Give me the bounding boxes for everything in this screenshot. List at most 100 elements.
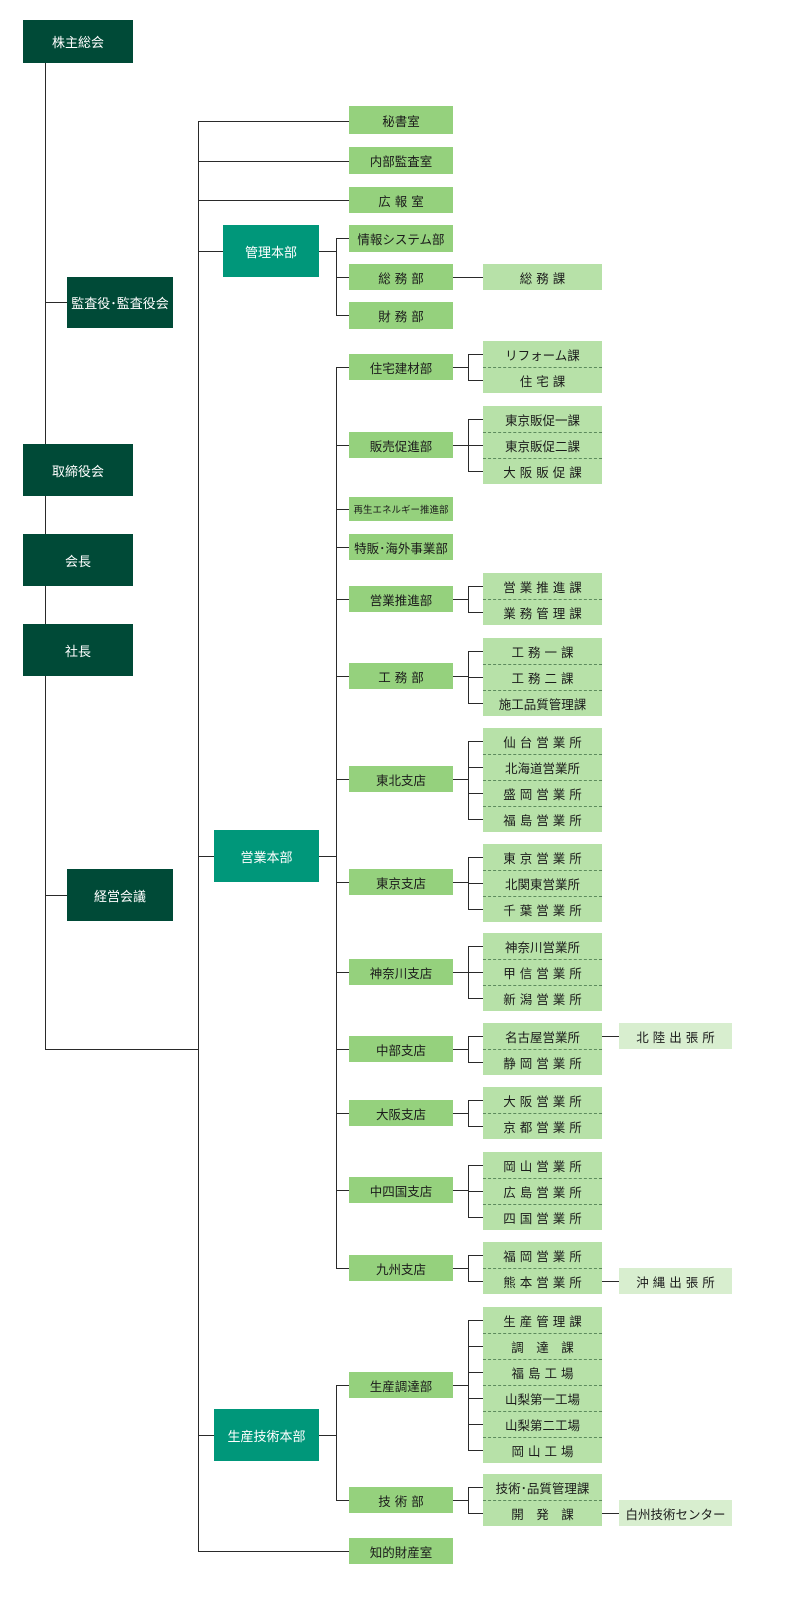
connector-line <box>336 367 349 368</box>
connector-line <box>468 651 483 652</box>
connector-line <box>453 367 468 368</box>
connector-line <box>319 856 336 857</box>
node-tech: 技 術 部 <box>349 1487 453 1513</box>
connector-line <box>468 1036 483 1037</box>
connector-line <box>453 1190 468 1191</box>
connector-line <box>453 599 468 600</box>
connector-line <box>336 1049 349 1050</box>
connector-line <box>45 496 46 534</box>
connector-line <box>468 1191 483 1192</box>
node-chairman: 会長 <box>23 534 133 586</box>
connector-line <box>468 445 483 446</box>
node-hiroshima: 広 島 営 業 所 <box>483 1178 602 1204</box>
connector-line <box>468 1100 469 1126</box>
connector-line <box>45 1049 198 1050</box>
node-biz-mgmt: 業 務 管 理 課 <box>483 599 602 625</box>
node-sales-push-sec: 営 業 推 進 課 <box>483 573 602 599</box>
node-kitakanto: 北関東営業所 <box>483 870 602 896</box>
connector-line <box>468 741 483 742</box>
node-okayama-factory: 岡 山 工 場 <box>483 1437 602 1463</box>
node-secretary: 秘書室 <box>349 106 453 134</box>
connector-line <box>453 779 468 780</box>
node-mgmt-council: 経営会議 <box>67 869 173 921</box>
connector-line <box>336 1113 349 1114</box>
connector-line <box>336 1190 349 1191</box>
connector-line <box>336 882 349 883</box>
connector-line <box>468 1372 483 1373</box>
node-construction1: 工 務 一 課 <box>483 638 602 664</box>
node-purchasing: 調 達 課 <box>483 1333 602 1359</box>
connector-line <box>468 1255 483 1256</box>
connector-line <box>45 676 46 1049</box>
connector-line <box>468 946 483 947</box>
node-hokkaido: 北海道営業所 <box>483 754 602 780</box>
node-kumamoto: 熊 本 営 業 所 <box>483 1268 602 1294</box>
connector-line <box>45 586 46 624</box>
node-kanagawa-sales: 神奈川営業所 <box>483 933 602 959</box>
connector-line <box>198 121 349 122</box>
node-dev: 開 発 課 <box>483 1500 602 1526</box>
connector-line <box>336 238 349 239</box>
connector-line <box>468 1320 483 1321</box>
connector-line <box>468 1398 483 1399</box>
node-internal-audit: 内部監査室 <box>349 147 453 174</box>
node-yamanashi1: 山梨第一工場 <box>483 1385 602 1411</box>
node-hokuriku: 北 陸 出 張 所 <box>619 1023 732 1049</box>
connector-line <box>45 63 46 444</box>
connector-line <box>198 200 349 201</box>
node-construction2: 工 務 二 課 <box>483 664 602 690</box>
node-tokyo-promo1: 東京販促一課 <box>483 406 602 432</box>
node-procurement: 生産調達部 <box>349 1372 453 1398</box>
connector-line <box>336 599 349 600</box>
connector-line <box>453 1049 468 1050</box>
connector-line <box>468 354 483 355</box>
connector-line <box>319 251 336 252</box>
connector-line <box>468 471 483 472</box>
node-osaka-promo: 大 阪 販 促 課 <box>483 458 602 484</box>
node-okayama-sales: 岡 山 営 業 所 <box>483 1152 602 1178</box>
connector-line <box>336 972 349 973</box>
connector-line <box>468 586 483 587</box>
node-admin-hq: 管理本部 <box>223 225 319 277</box>
connector-line <box>468 1255 469 1281</box>
node-it: 情報システム部 <box>349 225 453 252</box>
node-kyushu-branch: 九州支店 <box>349 1255 453 1281</box>
connector-line <box>336 676 349 677</box>
connector-line <box>468 1424 483 1425</box>
connector-line <box>468 883 483 884</box>
connector-line <box>602 1513 619 1514</box>
connector-line <box>468 998 483 999</box>
connector-line <box>319 1435 336 1436</box>
node-housing: 住 宅 課 <box>483 367 602 393</box>
node-shareholders: 株主総会 <box>23 20 133 63</box>
node-board: 取締役会 <box>23 444 133 496</box>
connector-line <box>468 380 483 381</box>
node-tohoku-branch: 東北支店 <box>349 766 453 792</box>
connector-line <box>468 767 483 768</box>
connector-line <box>468 793 483 794</box>
node-reform: リフォーム課 <box>483 341 602 367</box>
node-tokyo-sales: 東 京 営 業 所 <box>483 844 602 870</box>
node-construction: 工 務 部 <box>349 663 453 689</box>
node-tokyo-branch: 東京支店 <box>349 869 453 895</box>
connector-line <box>336 1385 349 1386</box>
node-nagoya: 名古屋営業所 <box>483 1023 602 1049</box>
connector-line <box>336 277 349 278</box>
connector-line <box>468 741 469 819</box>
connector-line <box>468 1320 469 1450</box>
node-special-overseas: 特販･海外事業部 <box>349 534 453 560</box>
node-shikoku: 四 国 営 業 所 <box>483 1204 602 1230</box>
node-kyoto: 京 都 営 業 所 <box>483 1113 602 1139</box>
node-ip: 知的財産室 <box>349 1538 453 1564</box>
connector-line <box>336 1268 349 1269</box>
connector-line <box>468 909 483 910</box>
connector-line <box>453 1500 468 1501</box>
connector-line <box>468 1346 483 1347</box>
connector-line <box>336 238 337 315</box>
connector-line <box>453 676 468 677</box>
node-niigata: 新 潟 営 業 所 <box>483 985 602 1011</box>
connector-line <box>468 1126 483 1127</box>
node-kanagawa-branch: 神奈川支店 <box>349 959 453 985</box>
node-sales-push: 営業推進部 <box>349 586 453 612</box>
connector-line <box>468 1165 483 1166</box>
